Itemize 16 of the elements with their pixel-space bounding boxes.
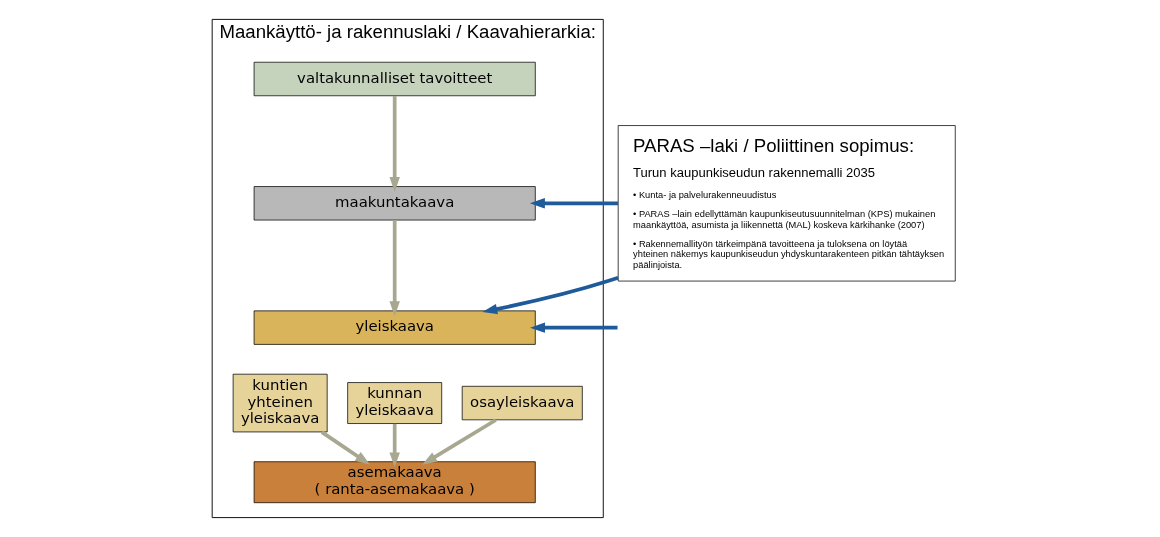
arrow [529, 198, 618, 209]
node-box: maakuntakaava [253, 186, 536, 221]
arrow [320, 430, 371, 465]
arrow [389, 95, 400, 192]
arrow [422, 418, 497, 465]
node-box: valtakunnalliset tavoitteet [253, 61, 536, 97]
arrow [530, 322, 618, 333]
node-box: kuntien yhteinen yleiskaava [232, 373, 328, 433]
node-box: yleiskaava [253, 310, 536, 345]
arrow [389, 220, 400, 317]
node-box: PARAS –laki / Poliittinen sopimus: Turun kaupunkiseudun rakennemalli 2035 • Kunta- ja palvelurakenneuudistus • PARAS –lain edellyttämän kaupunkiseutusuunnitelman (KPS) mukainen maankäyttöä, asumista ja liikennettä (MAL) koskeva kärkihanke (2007) • Rakennemallityön tärkeimpänä tavoitteena ja tuloksena on löytää yhteinen näkemys kaupunkiseudun yhdyskuntarakenteen pitkän tähtäyksen päälinjoista. [617, 125, 956, 282]
node-box: kunnan yleiskaava [347, 382, 443, 424]
arrow [482, 275, 619, 315]
node-box: asemakaava ( ranta-asemakaava ) [253, 461, 536, 504]
arrow [389, 423, 400, 468]
node-box: osayleiskaava [461, 385, 583, 421]
